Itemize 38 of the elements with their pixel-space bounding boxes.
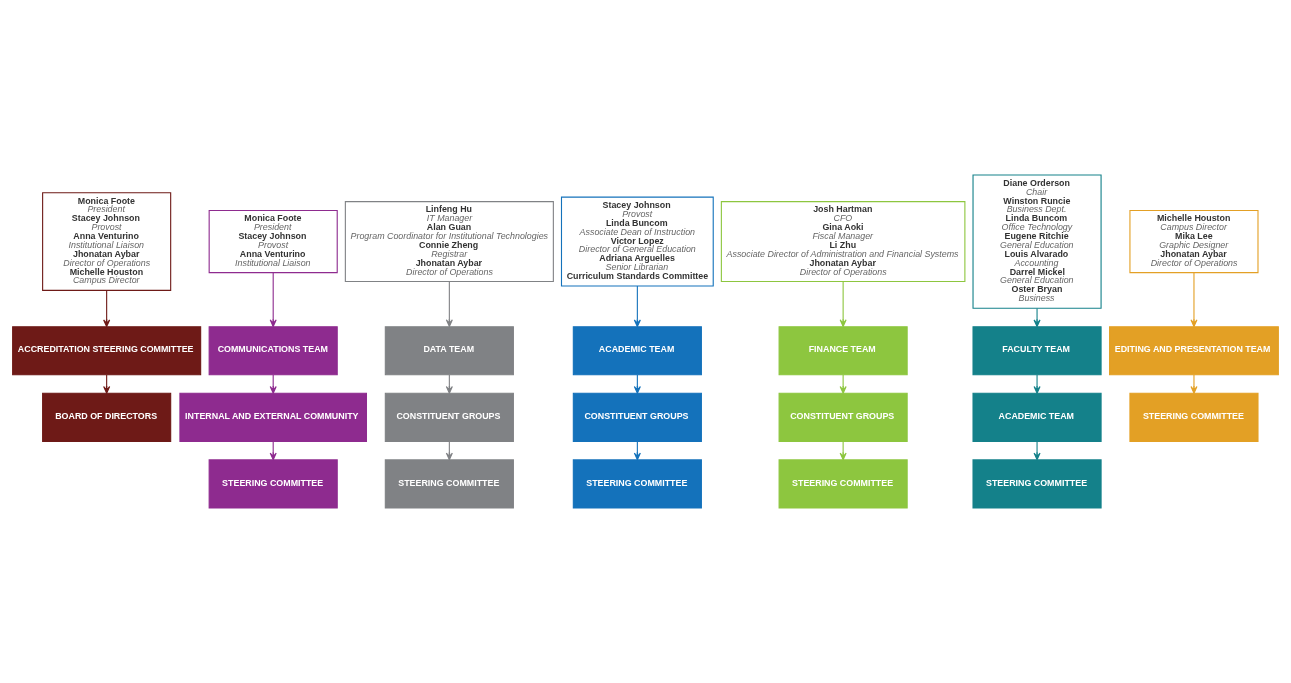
- arrow: [269, 272, 277, 328]
- node-box: STEERING COMMITTEE: [384, 459, 514, 509]
- node-box: FACULTY TEAM: [972, 326, 1102, 376]
- node-box: STEERING COMMITTEE: [1129, 392, 1259, 442]
- node-box: CONSTITUENT GROUPS: [572, 392, 702, 442]
- node-box: CONSTITUENT GROUPS: [778, 392, 908, 442]
- node-box: STEERING COMMITTEE: [572, 459, 702, 509]
- arrow: [839, 281, 847, 328]
- arrow: [103, 289, 111, 328]
- node-box: ACADEMIC TEAM: [572, 326, 702, 376]
- arrow: [633, 285, 641, 328]
- node-box: Stacey Johnson Provost Linda Buncom Associate Dean of Instruction Victor Lopez Director of General Education Adriana Arguelles Senior Librarian Curriculum Standards Committee: [560, 196, 714, 287]
- node-box: ACADEMIC TEAM: [972, 392, 1102, 442]
- node-box: STEERING COMMITTEE: [778, 459, 908, 509]
- arrow: [1033, 307, 1041, 328]
- node-box: STEERING COMMITTEE: [208, 459, 338, 509]
- node-box: STEERING COMMITTEE: [972, 459, 1102, 509]
- arrow: [839, 441, 847, 461]
- node-box: FINANCE TEAM: [778, 326, 908, 376]
- node-box: ACCREDITATION STEERING COMMITTEE: [12, 326, 202, 376]
- node-box: CONSTITUENT GROUPS: [384, 392, 514, 442]
- node-box: Diane Orderson Chair Winston Runcie Business Dept. Linda Buncom Office Technology Eugene Ritchie General Education Louis Alvarado Accounting Darrel Mickel General Education Oster Bryan Business: [972, 174, 1102, 309]
- arrow: [839, 374, 847, 394]
- node-box: EDITING AND PRESENTATION TEAM: [1109, 326, 1279, 376]
- arrow: [1190, 272, 1198, 328]
- node-box: Monica Foote President Stacey Johnson Provost Anna Venturino Institutional Liaison: [208, 209, 338, 274]
- node-box: Linfeng Hu IT Manager Alan Guan Program Coordinator for Institutional Technologies Connie Zheng Registrar Jhonatan Aybar Director of Operations: [344, 201, 554, 283]
- node-box: Michelle Houston Campus Director Mika Lee Graphic Designer Jhonatan Aybar Director of Operations: [1129, 209, 1259, 274]
- node-box: DATA TEAM: [384, 326, 514, 376]
- node-box: INTERNAL AND EXTERNAL COMMUNITY: [179, 392, 367, 442]
- arrow: [445, 281, 453, 328]
- arrow: [1033, 441, 1041, 461]
- node-box: Monica Foote President Stacey Johnson Provost Anna Venturino Institutional Liaison Jhonatan Aybar Director of Operations Michelle Houston Campus Director: [42, 192, 172, 291]
- node-box: COMMUNICATIONS TEAM: [208, 326, 338, 376]
- node-box: Josh Hartman CFO Gina Aoki Fiscal Manager Li Zhu Associate Director of Administration and Financial Systems Jhonatan Aybar Director of Operations: [720, 201, 966, 283]
- arrow: [1033, 374, 1041, 394]
- node-box: BOARD OF DIRECTORS: [42, 392, 172, 442]
- arrow: [1190, 374, 1198, 394]
